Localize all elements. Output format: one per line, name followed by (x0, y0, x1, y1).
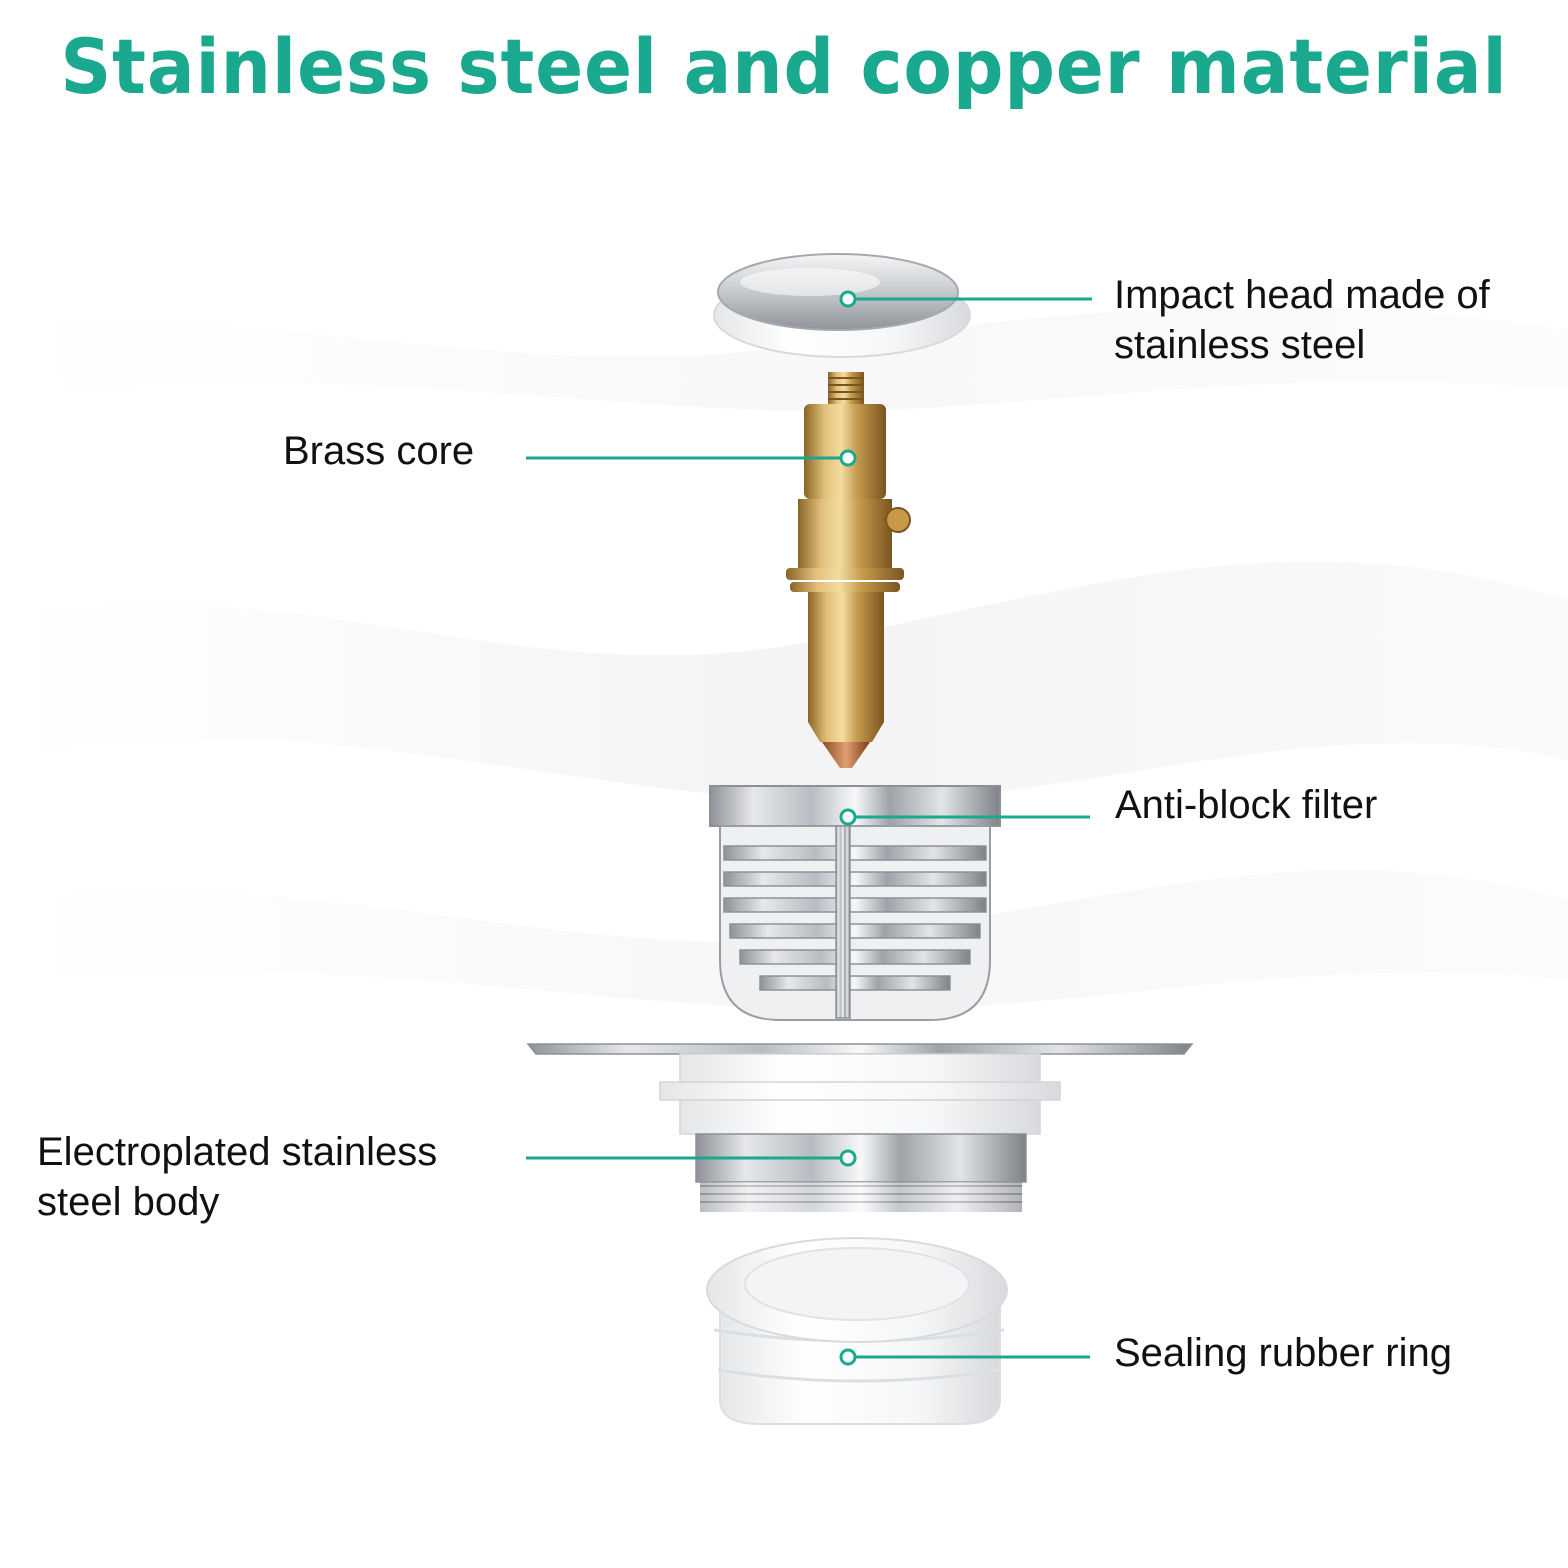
callout-dot-body (839, 1149, 857, 1167)
callout-dots (839, 290, 857, 1366)
callout-dot-seal (839, 1348, 857, 1366)
label-body-line2: steel body (37, 1180, 220, 1224)
label-stainless-body: Electroplated stainless steel body (37, 1127, 437, 1227)
stainless-body-part (526, 1043, 1194, 1212)
sealing-ring-part (706, 1237, 1008, 1425)
label-body-line1: Electroplated stainless (37, 1130, 438, 1174)
anti-block-filter-part (709, 785, 1001, 1021)
callout-dot-brass (839, 449, 857, 467)
label-brass-core: Brass core (283, 429, 475, 473)
label-sealing-ring: Sealing rubber ring (1114, 1331, 1452, 1375)
label-impact-head-line1: Impact head made of (1114, 273, 1490, 317)
label-impact-head-line2: stainless steel (1114, 323, 1366, 367)
callout-dot-filter (839, 808, 857, 826)
callout-lines (526, 297, 1092, 1359)
callout-dot-impact (839, 290, 857, 308)
label-anti-block-filter: Anti-block filter (1115, 783, 1378, 827)
impact-head-part (713, 253, 971, 358)
brass-core-part (786, 372, 911, 768)
label-impact-head: Impact head made of stainless steel (1114, 270, 1490, 370)
page-title: Stainless steel and copper material (60, 22, 1508, 111)
